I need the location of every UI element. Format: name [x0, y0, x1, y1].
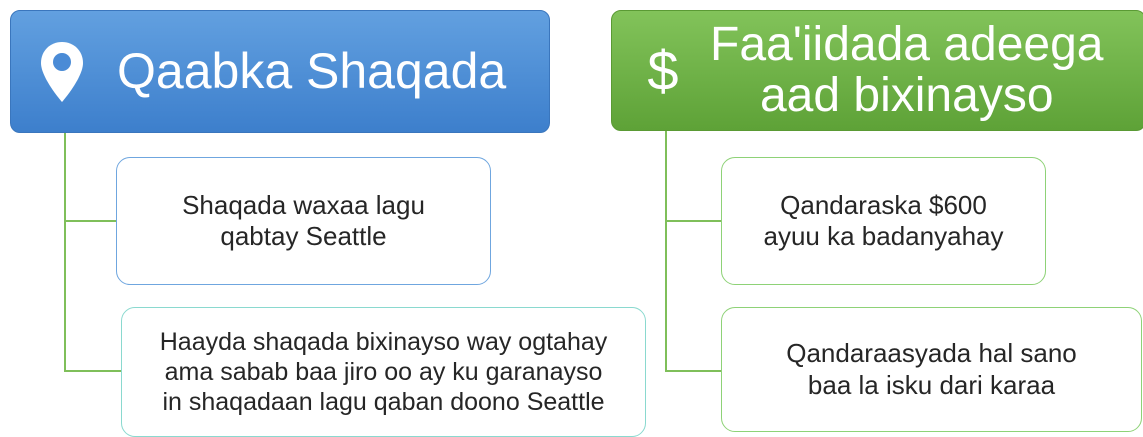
header-title-line: Faa'iidada adeega — [710, 18, 1104, 72]
connector-branch-right-1 — [665, 220, 721, 222]
detail-text-line: ama sabab baa jiro oo ay ku garanayso — [164, 358, 603, 386]
location-pin-icon — [37, 39, 87, 105]
dollar-sign-icon: $ — [647, 38, 679, 102]
detail-box: Qandaraska $600 ayuu ka badanyahay — [721, 157, 1046, 285]
header-service-benefit: $ Faa'iidada adeega aad bixinayso — [611, 10, 1143, 131]
detail-text-line: Qandaraasyada hal sano — [786, 338, 1077, 369]
detail-box: Qandaraasyada hal sano baa la isku dari … — [721, 307, 1142, 432]
connector-branch-left-2 — [64, 370, 121, 372]
detail-box: Shaqada waxaa lagu qabtay Seattle — [116, 157, 491, 285]
connector-branch-right-2 — [665, 370, 721, 372]
detail-text-line: Shaqada waxaa lagu — [182, 189, 425, 220]
connector-branch-left-1 — [64, 220, 116, 222]
detail-text-line: baa la isku dari karaa — [807, 369, 1056, 400]
detail-text-line: Qandaraska $600 — [780, 189, 987, 220]
detail-text-line: qabtay Seattle — [220, 221, 387, 251]
header-work-location: Qaabka Shaqada — [10, 10, 550, 133]
detail-text-line: Haayda shaqada bixinayso way ogtahay — [159, 328, 608, 356]
connector-trunk-right — [665, 131, 667, 371]
header-title-line: aad bixinayso — [759, 68, 1054, 122]
header-title: Faa'iidada adeega aad bixinayso — [710, 18, 1104, 122]
connector-trunk-left — [64, 133, 66, 371]
detail-text-line: ayuu ka badanyahay — [763, 221, 1004, 251]
detail-box: Haayda shaqada bixinayso way ogtahay ama… — [121, 307, 646, 437]
detail-text-line: in shaqadaan lagu qaban doono Seattle — [162, 388, 605, 416]
header-title: Qaabka Shaqada — [117, 43, 507, 100]
